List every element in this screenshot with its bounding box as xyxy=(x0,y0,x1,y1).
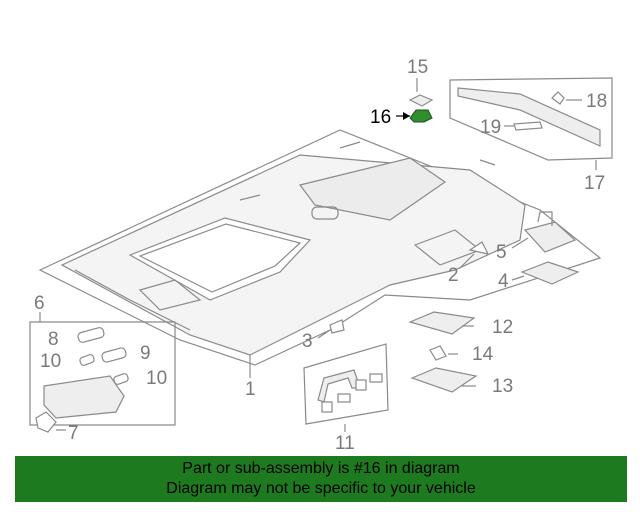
banner-line-2: Diagram may not be specific to your vehi… xyxy=(166,480,476,497)
callout-2: 2 xyxy=(448,265,459,286)
callout-1: 1 xyxy=(245,379,256,400)
part-9-hook xyxy=(101,347,127,363)
callout-9: 9 xyxy=(140,343,151,364)
part-12-map-lamp xyxy=(408,311,476,335)
callout-18: 18 xyxy=(586,91,608,112)
part-10-screw-a xyxy=(79,354,95,366)
part-15-clip xyxy=(408,94,434,107)
part-3-clip xyxy=(329,319,345,334)
callout-14: 14 xyxy=(472,344,494,365)
part-info-banner: Part or sub-assembly is #16 in diagram D… xyxy=(15,456,627,502)
part-16-arrowhead xyxy=(403,112,410,120)
callout-5: 5 xyxy=(496,242,507,263)
group-11-box xyxy=(303,343,389,425)
part-19-clip xyxy=(513,121,543,131)
banner-line-1: Part or sub-assembly is #16 in diagram xyxy=(182,460,460,477)
center-clip xyxy=(311,206,339,220)
group-6-box xyxy=(29,321,176,426)
callout-3: 3 xyxy=(302,331,313,352)
part-18-clip xyxy=(551,91,565,105)
part-5-bracket xyxy=(523,221,577,253)
callout-13: 13 xyxy=(492,376,514,397)
callout-10-a: 10 xyxy=(40,351,62,372)
sun-visor xyxy=(43,375,125,419)
part-13-lens xyxy=(410,367,478,393)
part-7-clip xyxy=(35,411,57,433)
callout-8: 8 xyxy=(48,329,59,350)
callout-6: 6 xyxy=(34,293,45,314)
part-16-highlighted-clip xyxy=(409,109,433,123)
callout-17: 17 xyxy=(584,173,606,194)
callout-10-b: 10 xyxy=(146,368,168,389)
callout-11: 11 xyxy=(335,433,355,454)
part-4-bracket xyxy=(520,261,580,285)
callout-12: 12 xyxy=(492,317,514,338)
part-2-clip xyxy=(468,241,490,255)
part-17-rail xyxy=(457,87,601,147)
part-14-bulb xyxy=(429,345,447,361)
callout-15: 15 xyxy=(407,57,429,78)
callout-16: 16 xyxy=(370,107,392,128)
part-17-frame xyxy=(449,77,613,161)
rear-recess xyxy=(298,157,447,221)
grab-handle xyxy=(317,369,361,403)
parts-diagram xyxy=(29,77,613,433)
callout-4: 4 xyxy=(498,271,509,292)
callout-7: 7 xyxy=(68,423,79,444)
callout-19: 19 xyxy=(480,117,502,138)
part-8-hook xyxy=(77,327,105,343)
